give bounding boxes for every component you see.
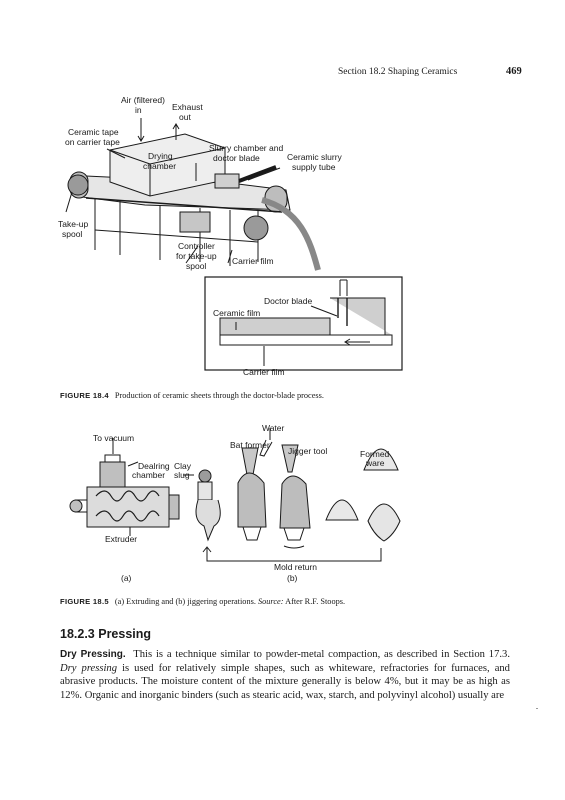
body-paragraph: Dry Pressing. This is a technique simila… — [60, 648, 510, 702]
caption-source-label: Source: — [257, 597, 284, 606]
caption-source: After R.F. Stoops. — [283, 597, 346, 606]
caption-text: (a) Extruding and (b) jiggering operatio… — [114, 597, 258, 606]
label-supply-tube: supply tube — [292, 162, 336, 172]
label-drying: Drying — [148, 151, 173, 161]
label-clay-slug: slug — [174, 470, 190, 480]
label-part-a: (a) — [121, 573, 132, 583]
label-bat-former: Bat former — [230, 440, 270, 450]
label-take-up-spool: spool — [62, 229, 82, 239]
label-carrier-film-inset: Carrier film — [243, 367, 285, 377]
label-exhaust: Exhaust — [172, 102, 203, 112]
label-exhaust-out: out — [179, 112, 191, 122]
label-controller-spool: spool — [186, 261, 206, 271]
run-in-heading: Dry Pressing. — [60, 649, 126, 660]
para-text-1: This is a technique similar to powder-me… — [129, 649, 510, 660]
caption-label: FIGURE 18.5 — [60, 597, 109, 606]
label-formed: Formed — [360, 449, 390, 459]
label-air-filtered-in: in — [135, 105, 142, 115]
figure-18-4-caption: FIGURE 18.4 Production of ceramic sheets … — [60, 391, 324, 400]
label-doctor-blade: Doctor blade — [264, 296, 312, 306]
label-clay: Clay — [174, 461, 192, 471]
label-formed-ware: ware — [365, 458, 385, 468]
figure-18-5-caption: FIGURE 18.5 (a) Extruding and (b) jiggeri… — [60, 597, 345, 606]
caption-text: Production of ceramic sheets through the… — [114, 391, 324, 400]
scan-speck — [536, 708, 538, 709]
label-jigger-tool: Jigger tool — [288, 446, 327, 456]
label-ceramic-tape: Ceramic tape — [68, 127, 119, 137]
label-extruder: Extruder — [105, 534, 137, 544]
running-header-section: Section 18.2 Shaping Ceramics — [338, 67, 458, 77]
label-ceramic-slurry: Ceramic slurry — [287, 152, 343, 162]
label-mold-return: Mold return — [274, 562, 317, 572]
para-emphasis: Dry pressing — [60, 662, 118, 674]
label-dealring: Dealring — [138, 461, 170, 471]
label-water: Water — [262, 423, 285, 433]
label-part-b: (b) — [287, 573, 298, 583]
label-ceramic-tape-carrier: on carrier tape — [65, 137, 120, 147]
label-slurry-chamber: Slurry chamber and — [209, 143, 283, 153]
label-dealring-chamber: chamber — [132, 470, 165, 480]
figure-18-5-extruding-jiggering-diagram: To vacuum Dealring chamber Clay slug Ext… — [69, 423, 401, 583]
label-to-vacuum: To vacuum — [93, 433, 134, 443]
label-slurry-doctor-blade: doctor blade — [213, 153, 260, 163]
caption-label: FIGURE 18.4 — [60, 391, 109, 400]
page-number: 469 — [506, 66, 522, 77]
label-carrier-film-top: Carrier film — [232, 256, 274, 266]
label-take-up: Take-up — [58, 219, 89, 229]
section-heading: 18.2.3 Pressing — [60, 627, 152, 641]
label-controller-for: for take-up — [176, 251, 217, 261]
label-controller: Controller — [178, 241, 215, 251]
figure-18-4-doctor-blade-diagram: Air (filtered) in Exhaust out Ceramic ta… — [58, 95, 403, 377]
label-ceramic-film: Ceramic film — [213, 308, 260, 318]
label-drying-chamber: chamber — [143, 161, 176, 171]
para-text-2: is used for relatively simple shapes, su… — [60, 662, 510, 701]
label-air-filtered: Air (filtered) — [121, 95, 165, 105]
